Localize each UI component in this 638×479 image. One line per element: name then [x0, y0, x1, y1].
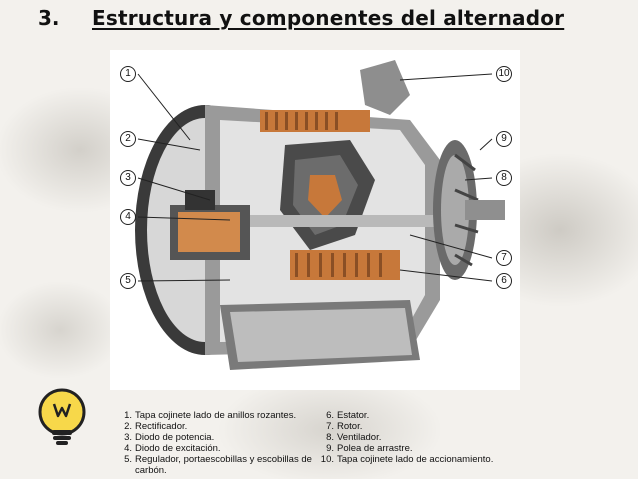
legend-item: 8.Ventilador.: [326, 432, 382, 443]
callout-7: 7: [496, 250, 512, 266]
callout-2: 2: [120, 131, 136, 147]
slide-number: 3.: [38, 6, 60, 30]
legend-item: 10.Tapa cojinete lado de accionamiento.: [320, 454, 494, 465]
callout-9: 9: [496, 131, 512, 147]
callout-8: 8: [496, 170, 512, 186]
legend-item: 1.Tapa cojinete lado de anillos rozantes…: [124, 410, 297, 421]
callout-10: 10: [496, 66, 512, 82]
legend-item: 3.Diodo de potencia.: [124, 432, 215, 443]
lightbulb-icon: [32, 386, 92, 448]
legend-column-right: 6.Estator. 7.Rotor. 8.Ventilador. 9.Pole…: [316, 410, 556, 465]
legend-item: 7.Rotor.: [326, 421, 363, 432]
legend-item: 5.Regulador, portaescobillas y escobilla…: [124, 454, 312, 476]
legend-item: 2.Rectificador.: [124, 421, 188, 432]
callout-4: 4: [120, 209, 136, 225]
alternator-cutaway-figure: 1 2 3 4 5 6 7 8 9 10: [110, 50, 520, 390]
callout-6: 6: [496, 273, 512, 289]
slide-header: 3. Estructura y componentes del alternad…: [0, 0, 638, 36]
legend-item: 9.Polea de arrastre.: [326, 443, 413, 454]
callout-1: 1: [120, 66, 136, 82]
legend-item: 4.Diodo de excitación.: [124, 443, 221, 454]
alternator-cutaway-illustration: [135, 60, 505, 370]
legend-column-left: 1.Tapa cojinete lado de anillos rozantes…: [120, 410, 320, 476]
slide-title: Estructura y componentes del alternador: [92, 6, 565, 30]
component-legend: 1.Tapa cojinete lado de anillos rozantes…: [120, 410, 550, 476]
callout-5: 5: [120, 273, 136, 289]
legend-item: 6.Estator.: [326, 410, 370, 421]
callout-3: 3: [120, 170, 136, 186]
